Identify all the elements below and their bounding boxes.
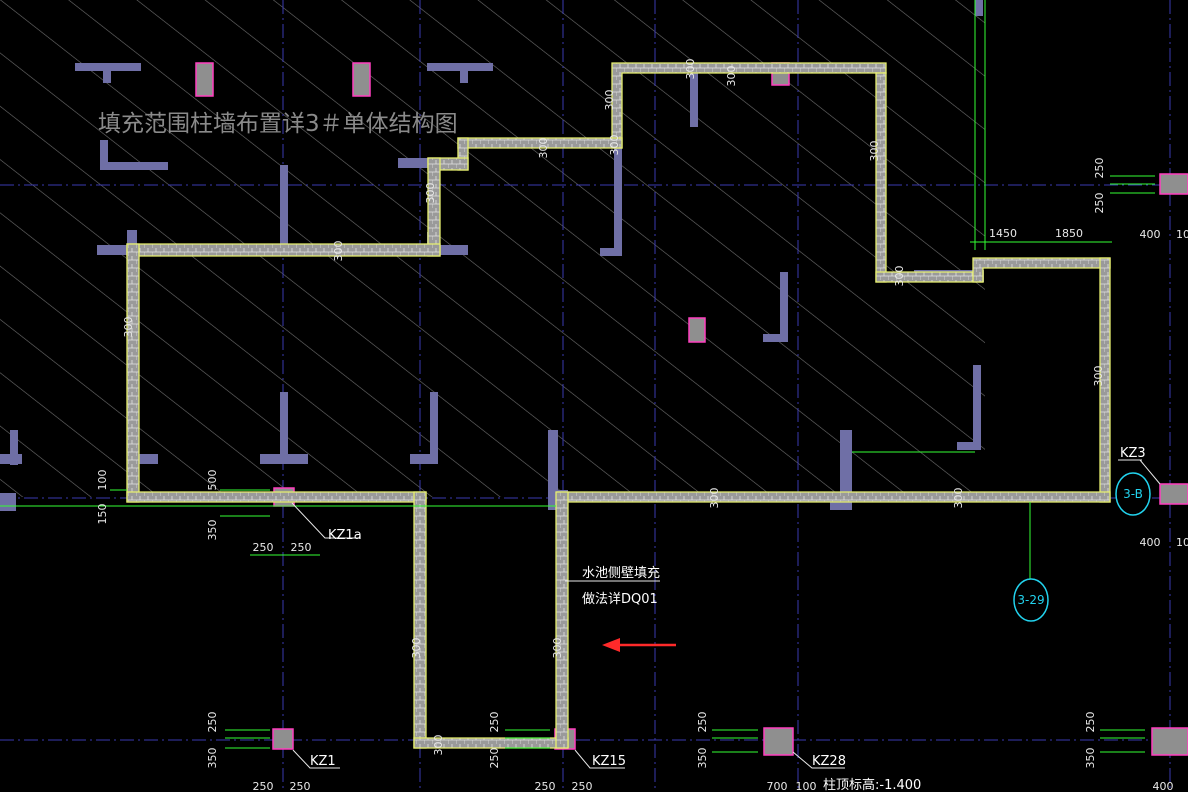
red-arrow bbox=[602, 638, 676, 652]
svg-text:10: 10 bbox=[1176, 536, 1188, 549]
svg-text:250: 250 bbox=[1093, 193, 1106, 214]
svg-text:3-B: 3-B bbox=[1123, 487, 1143, 501]
column-label-kz28: KZ28 bbox=[812, 754, 846, 769]
callout-line-1: 水池侧壁填充 bbox=[582, 565, 660, 581]
svg-text:250: 250 bbox=[572, 780, 593, 792]
svg-text:250: 250 bbox=[535, 780, 556, 792]
svg-text:300: 300 bbox=[410, 638, 423, 659]
svg-text:300: 300 bbox=[332, 241, 345, 262]
svg-text:10: 10 bbox=[1176, 228, 1188, 241]
svg-text:250: 250 bbox=[290, 780, 311, 792]
drawing-title: 填充范围柱墙布置详3＃单体结构图 bbox=[98, 111, 458, 137]
svg-text:250: 250 bbox=[253, 780, 274, 792]
svg-text:250: 250 bbox=[206, 712, 219, 733]
svg-text:300: 300 bbox=[432, 735, 445, 756]
svg-text:300: 300 bbox=[868, 141, 881, 162]
svg-text:300: 300 bbox=[551, 638, 564, 659]
svg-text:350: 350 bbox=[696, 748, 709, 769]
callout-line-2: 做法详DQ01 bbox=[582, 592, 658, 607]
svg-text:250: 250 bbox=[1084, 712, 1097, 733]
svg-text:300: 300 bbox=[1092, 366, 1105, 387]
column-label-kz1: KZ1 bbox=[310, 754, 336, 769]
column-label-kz3: KZ3 bbox=[1120, 446, 1146, 461]
svg-text:300: 300 bbox=[893, 266, 906, 287]
dimension-values: 1450 1850 250 250 400 10 400 10 100 150 … bbox=[96, 158, 1188, 792]
svg-text:400: 400 bbox=[1153, 780, 1174, 792]
column-label-kz1a: KZ1a bbox=[328, 528, 362, 543]
concrete-walls bbox=[0, 0, 984, 511]
axis-bubble-3-B: 3-B bbox=[1115, 472, 1151, 516]
svg-text:250: 250 bbox=[696, 712, 709, 733]
svg-text:150: 150 bbox=[96, 504, 109, 525]
hatched-fill-region bbox=[0, 0, 985, 497]
svg-text:300: 300 bbox=[725, 66, 738, 87]
wall-thickness-labels: 300 300 300 300 300 300 300 300 300 300 … bbox=[122, 59, 1105, 756]
svg-text:250: 250 bbox=[488, 712, 501, 733]
svg-text:250: 250 bbox=[291, 541, 312, 554]
svg-text:300: 300 bbox=[122, 317, 135, 338]
svg-text:300: 300 bbox=[684, 59, 697, 80]
svg-text:300: 300 bbox=[537, 138, 550, 159]
svg-text:400: 400 bbox=[1140, 536, 1161, 549]
svg-text:350: 350 bbox=[206, 748, 219, 769]
axis-bubble-3-29: 3-29 bbox=[1013, 578, 1049, 622]
svg-text:100: 100 bbox=[96, 470, 109, 491]
svg-text:500: 500 bbox=[206, 470, 219, 491]
column-label-kz15: KZ15 bbox=[592, 754, 626, 769]
svg-text:300: 300 bbox=[603, 90, 616, 111]
svg-text:300: 300 bbox=[424, 183, 437, 204]
dimension-lines bbox=[0, 0, 1155, 753]
svg-text:300: 300 bbox=[952, 488, 965, 509]
column-top-elevation-note: 柱顶标高:-1.400 bbox=[823, 777, 921, 792]
svg-text:250: 250 bbox=[1093, 158, 1106, 179]
svg-text:1450: 1450 bbox=[989, 227, 1017, 240]
svg-text:700: 700 bbox=[767, 780, 788, 792]
svg-text:300: 300 bbox=[608, 135, 621, 156]
svg-text:250: 250 bbox=[253, 541, 274, 554]
svg-text:3-29: 3-29 bbox=[1017, 593, 1044, 607]
svg-text:1850: 1850 bbox=[1055, 227, 1083, 240]
svg-text:350: 350 bbox=[206, 520, 219, 541]
svg-text:250: 250 bbox=[488, 748, 501, 769]
leader-lines bbox=[291, 459, 1161, 769]
svg-text:350: 350 bbox=[1084, 748, 1097, 769]
svg-text:100: 100 bbox=[796, 780, 817, 792]
svg-text:400: 400 bbox=[1140, 228, 1161, 241]
brick-infill-walls bbox=[126, 62, 1111, 749]
svg-text:300: 300 bbox=[708, 488, 721, 509]
